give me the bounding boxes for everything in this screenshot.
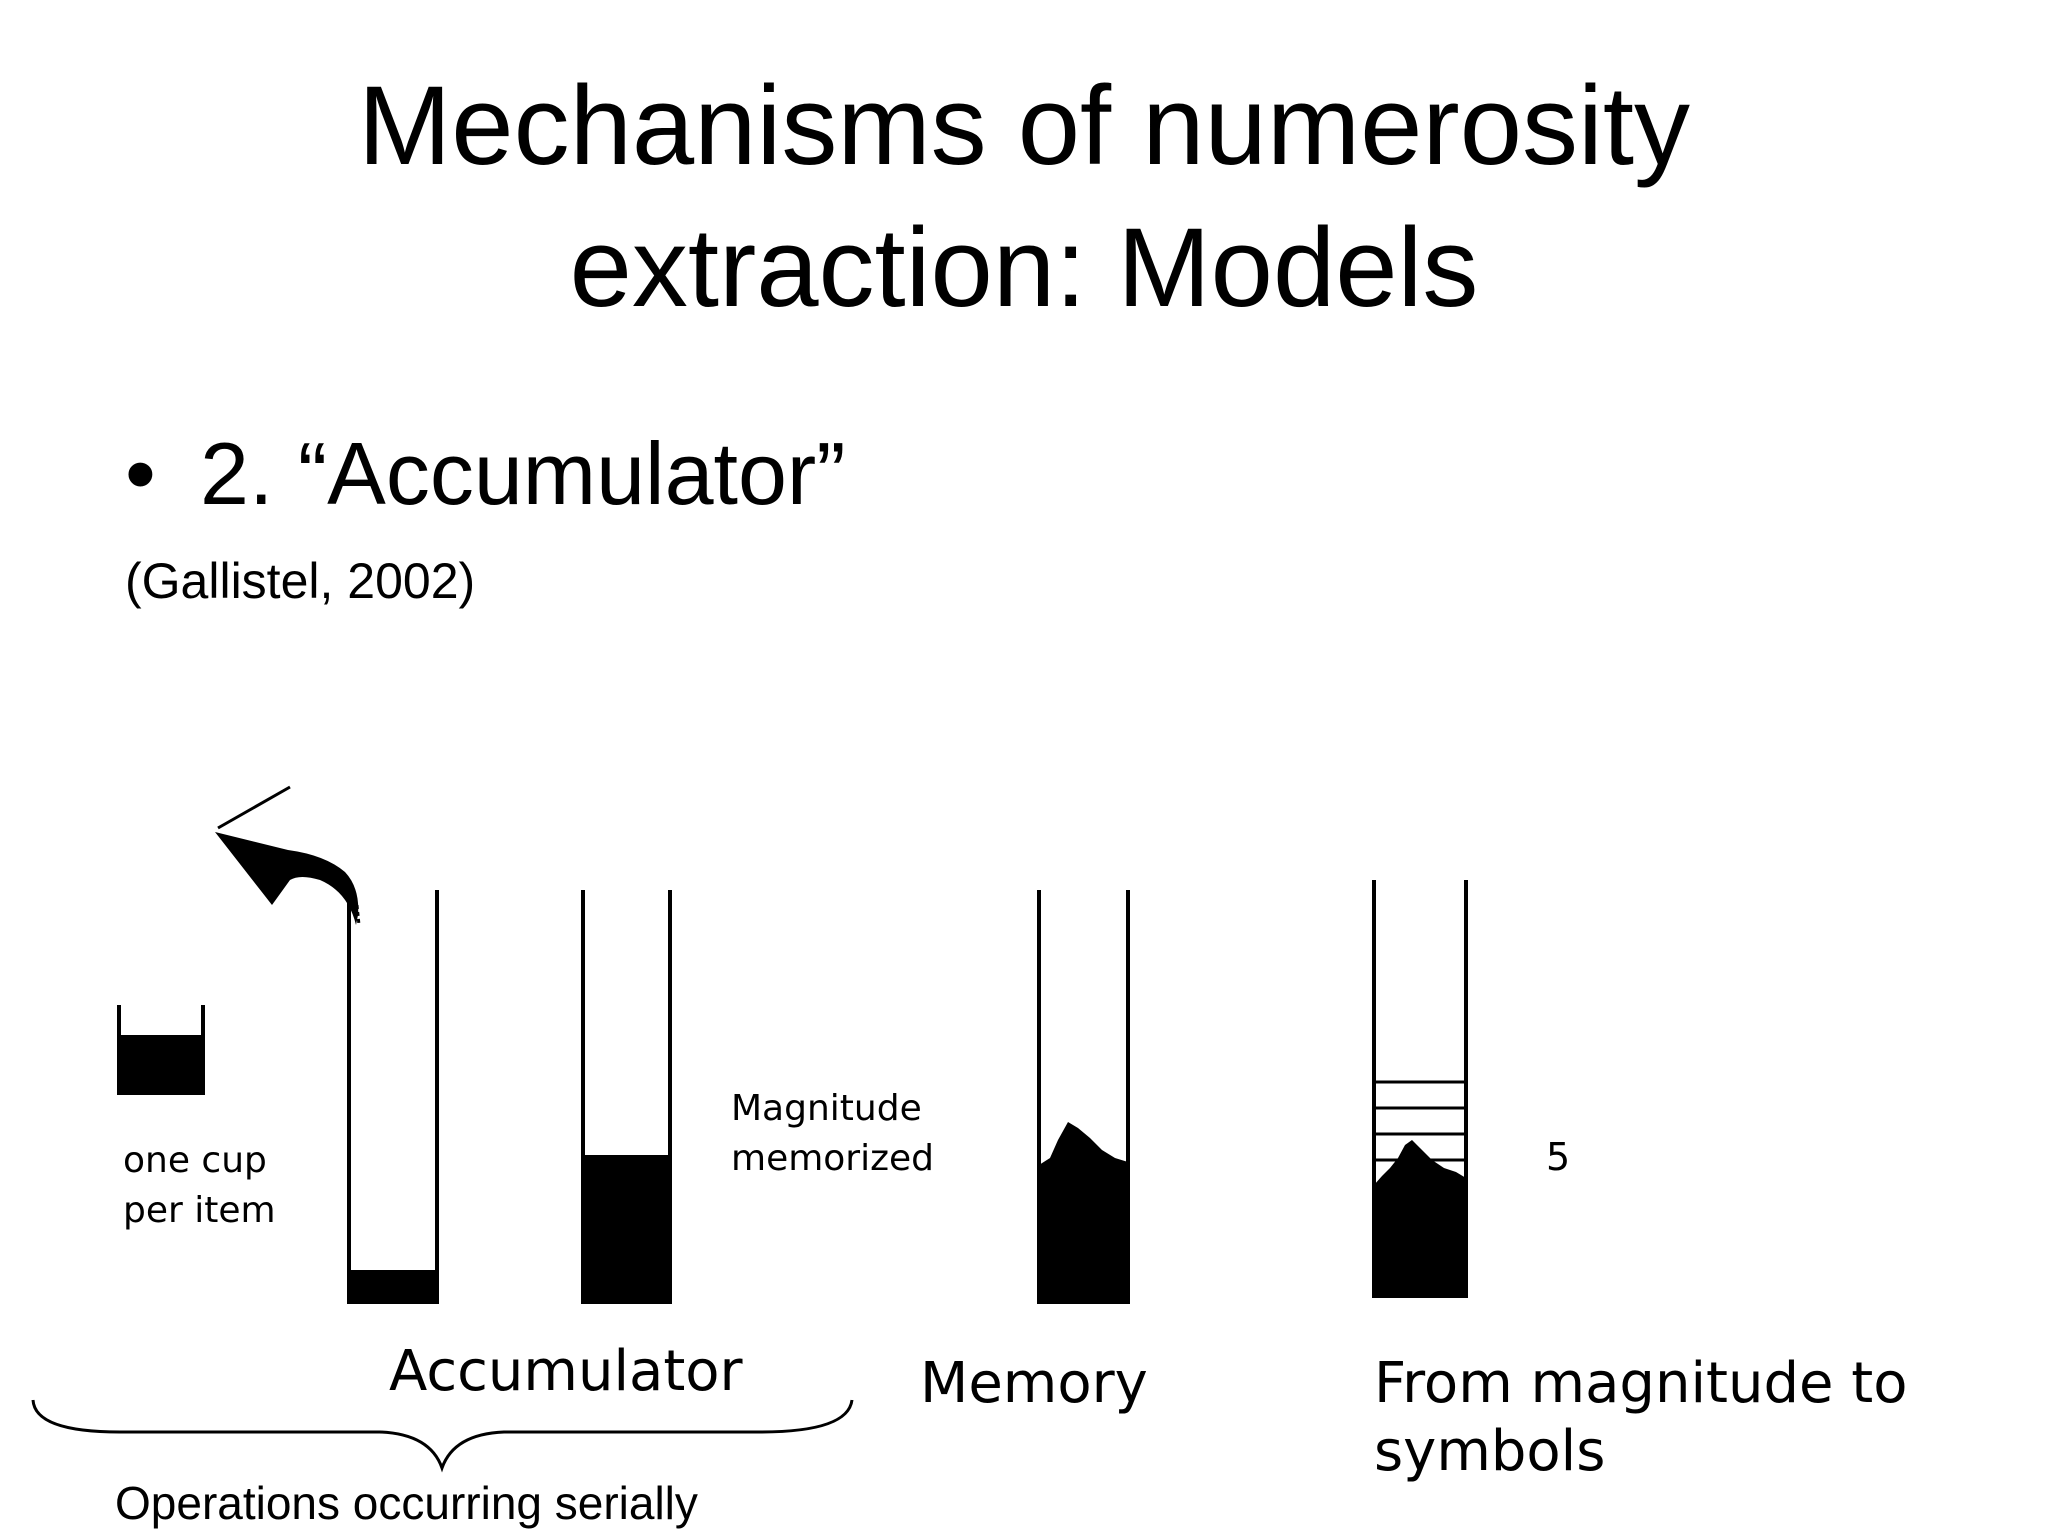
pouring-pitcher-icon	[215, 785, 361, 926]
slide-title-line2: extraction: Models	[569, 205, 1479, 330]
symbols-label-line1: From magnitude to	[1374, 1351, 1907, 1416]
brace-caption: Operations occurring serially	[115, 1477, 698, 1529]
symbols-tube	[1372, 880, 1468, 1298]
accumulator-tube-start	[347, 890, 439, 1304]
magnitude-label-line2: memorized	[731, 1138, 934, 1179]
accumulator-label: Accumulator	[389, 1339, 744, 1404]
magnitude-label-line1: Magnitude	[731, 1088, 922, 1129]
accumulator-tube-filled	[581, 890, 672, 1304]
cup-label-line1: one cup	[123, 1140, 267, 1181]
citation: (Gallistel, 2002)	[125, 553, 476, 609]
bullet-marker: •	[125, 424, 156, 523]
curly-brace	[31, 1399, 854, 1473]
symbols-label-line2: symbols	[1374, 1419, 1605, 1484]
bullet-text: 2. “Accumulator”	[200, 424, 846, 523]
bullet-item: •2. “Accumulator”	[125, 430, 846, 518]
item-cup	[117, 1005, 205, 1095]
symbol-value: 5	[1546, 1135, 1570, 1179]
cup-label-line2: per item	[123, 1190, 276, 1231]
slide-title-line1: Mechanisms of numerosity	[357, 63, 1691, 188]
memory-label: Memory	[920, 1351, 1148, 1416]
memory-tube	[1037, 890, 1130, 1304]
